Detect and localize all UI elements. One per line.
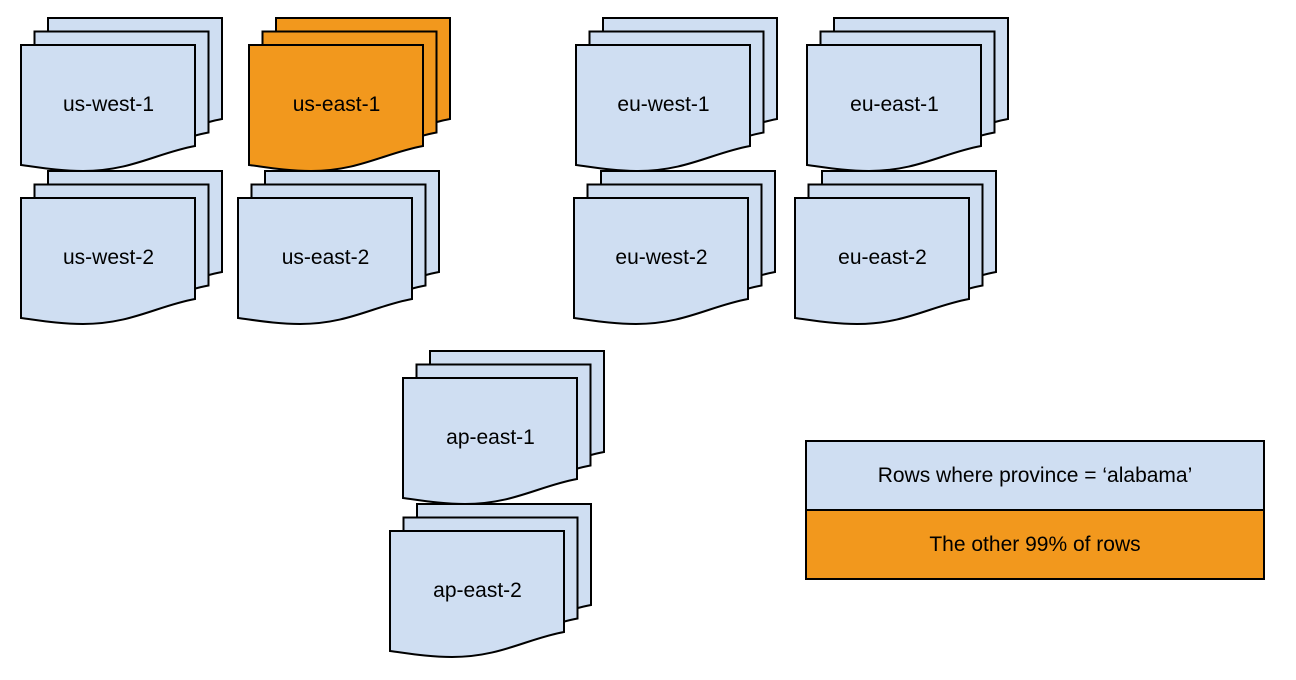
document-stack-icon — [20, 17, 223, 172]
region-stack-us-east-2: us-east-2 — [237, 170, 441, 326]
document-stack-icon — [237, 170, 440, 325]
region-stack-eu-east-1: eu-east-1 — [806, 17, 1010, 173]
document-stack-icon — [402, 350, 605, 505]
document-stack-icon — [575, 17, 778, 172]
region-stack-ap-east-2: ap-east-2 — [389, 503, 593, 659]
region-stack-us-west-1: us-west-1 — [20, 17, 224, 173]
region-stack-us-west-2: us-west-2 — [20, 170, 224, 326]
legend-item-alabama-rows: Rows where province = ‘alabama’ — [805, 440, 1265, 511]
region-stack-eu-west-2: eu-west-2 — [573, 170, 777, 326]
legend: Rows where province = ‘alabama’ The othe… — [805, 440, 1265, 580]
document-stack-icon — [573, 170, 776, 325]
region-stack-ap-east-1: ap-east-1 — [402, 350, 606, 506]
legend-item-label: The other 99% of rows — [929, 532, 1141, 556]
document-stack-icon — [794, 170, 997, 325]
region-stack-us-east-1: us-east-1 — [248, 17, 452, 173]
region-stack-eu-west-1: eu-west-1 — [575, 17, 779, 173]
document-stack-icon — [248, 17, 451, 172]
document-stack-icon — [806, 17, 1009, 172]
document-stack-icon — [20, 170, 223, 325]
document-stack-icon — [389, 503, 592, 658]
region-stack-eu-east-2: eu-east-2 — [794, 170, 998, 326]
legend-item-label: Rows where province = ‘alabama’ — [877, 463, 1193, 487]
legend-item-other-rows: The other 99% of rows — [805, 509, 1265, 580]
